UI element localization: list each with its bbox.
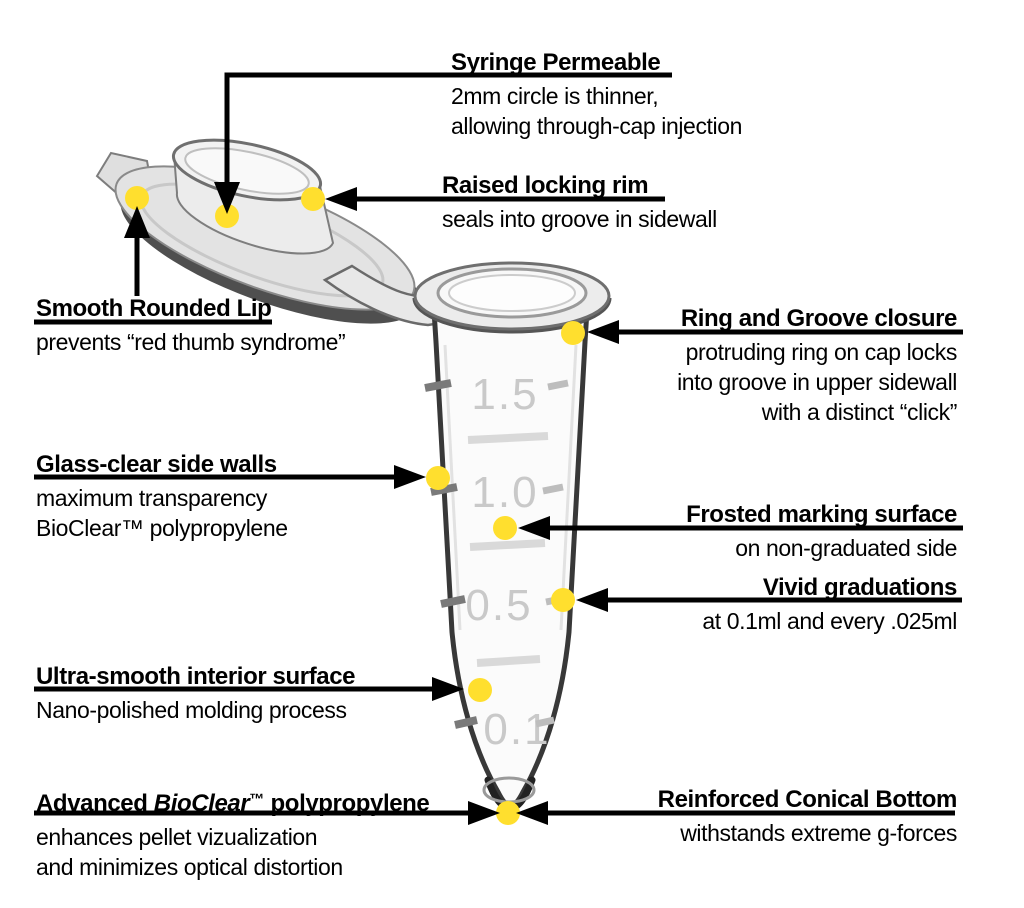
annotation-title: Ultra-smooth interior surface xyxy=(36,663,356,690)
annotation-title: Syringe Permeable xyxy=(451,49,661,76)
annotation-reinforced-conical-bottom: Reinforced Conical Bottom withstands ext… xyxy=(657,786,958,848)
arrowhead-syringe-permeable xyxy=(214,182,240,214)
marker-dots xyxy=(125,186,585,825)
annotation-ring-groove-closure: Ring and Groove closure protruding ring … xyxy=(677,305,957,427)
annotation-title: Raised locking rim xyxy=(442,172,649,199)
annotation-desc-line: seals into groove in sidewall xyxy=(442,206,717,232)
annotation-title: Ring and Groove closure xyxy=(680,305,958,332)
tube-opening-inner xyxy=(448,274,576,312)
trademark-symbol: ™ xyxy=(249,791,265,808)
marker-dot-syringe-permeable xyxy=(215,204,239,228)
marker-dot-ring-groove xyxy=(561,321,585,345)
annotation-vivid-graduations: Vivid graduations at 0.1ml and every .02… xyxy=(702,574,957,636)
graduation-label-0-5: 0.5 xyxy=(465,581,532,630)
marker-dot-smooth-rounded-lip xyxy=(125,186,149,210)
arrowhead-glass-clear xyxy=(394,465,426,489)
arrowhead-vivid xyxy=(576,588,608,612)
graduation-label-1-5: 1.5 xyxy=(471,370,538,419)
wall-ticks-left xyxy=(424,379,478,729)
arrowheads xyxy=(124,182,619,825)
annotation-title: Vivid graduations xyxy=(762,574,958,601)
annotation-advanced-bioclear: Advanced BioClear™ polypropylene enhance… xyxy=(36,786,430,882)
marker-dot-vivid xyxy=(551,588,575,612)
annotation-desc-line: into groove in upper sidewall xyxy=(677,369,957,395)
title-part-italic: BioClear xyxy=(153,790,250,817)
annotation-ultra-smooth-interior: Ultra-smooth interior surface Nano-polis… xyxy=(36,663,356,725)
annotation-title: Smooth Rounded Lip xyxy=(36,295,272,322)
annotation-desc-line: at 0.1ml and every .025ml xyxy=(702,608,957,634)
annotation-frosted-marking-surface: Frosted marking surface on non-graduated… xyxy=(686,501,957,563)
graduation-label-1-0: 1.0 xyxy=(471,468,538,517)
annotation-desc-line: Nano-polished molding process xyxy=(36,697,347,723)
arrowhead-reinforced-bottom xyxy=(516,801,548,825)
marker-dot-frosted xyxy=(493,516,517,540)
annotation-title: Advanced BioClear™ polypropylene xyxy=(36,786,430,818)
title-part: polypropylene xyxy=(264,790,430,817)
arrowhead-advanced-bioclear xyxy=(468,801,500,825)
callout-lines xyxy=(34,72,963,816)
annotation-desc-line: prevents “red thumb syndrome” xyxy=(36,329,346,355)
cap-rim-opening xyxy=(184,147,310,195)
annotation-title: Glass-clear side walls xyxy=(36,451,277,478)
annotation-smooth-rounded-lip: Smooth Rounded Lip prevents “red thumb s… xyxy=(36,295,346,357)
annotation-title: Frosted marking surface xyxy=(686,501,957,528)
arrowhead-ring-groove xyxy=(587,320,619,344)
arrowhead-raised-locking-rim xyxy=(325,187,357,211)
arrowhead-smooth-rounded-lip xyxy=(124,206,150,238)
annotation-desc-line: maximum transparency xyxy=(36,485,268,511)
graduation-label-0-1: 0.1 xyxy=(483,705,550,754)
annotation-desc-line: withstands extreme g-forces xyxy=(680,820,957,846)
arrowhead-frosted xyxy=(518,516,550,540)
arrow-line-syringe-permeable xyxy=(224,72,672,186)
annotation-desc-line: with a distinct “click” xyxy=(761,399,958,425)
title-part: Advanced xyxy=(36,790,154,817)
annotation-desc-line: and minimizes optical distortion xyxy=(36,854,343,880)
cap-illustration xyxy=(95,138,454,327)
annotation-desc-line: 2mm circle is thinner, xyxy=(451,83,659,109)
arrowhead-ultra-smooth xyxy=(432,677,464,701)
annotation-glass-clear-side-walls: Glass-clear side walls maximum transpare… xyxy=(36,451,288,543)
tube-inner-right xyxy=(559,344,578,631)
annotation-title: Reinforced Conical Bottom xyxy=(657,786,958,813)
annotation-raised-locking-rim: Raised locking rim seals into groove in … xyxy=(442,172,717,234)
annotation-syringe-permeable: Syringe Permeable 2mm circle is thinner,… xyxy=(451,49,742,141)
marker-dot-conical-bottom xyxy=(496,801,520,825)
marker-dot-ultra-smooth xyxy=(468,678,492,702)
marker-dot-raised-locking-rim xyxy=(301,187,325,211)
annotation-desc-line: protruding ring on cap locks xyxy=(685,339,958,365)
annotation-desc-line: allowing through-cap injection xyxy=(451,113,743,139)
marker-dot-glass-clear xyxy=(426,466,450,490)
annotation-desc-line: BioClear™ polypropylene xyxy=(36,515,288,541)
annotation-desc-line: on non-graduated side xyxy=(735,535,957,561)
graduation-bars xyxy=(467,432,549,667)
annotation-desc-line: enhances pellet vizualization xyxy=(36,824,318,850)
